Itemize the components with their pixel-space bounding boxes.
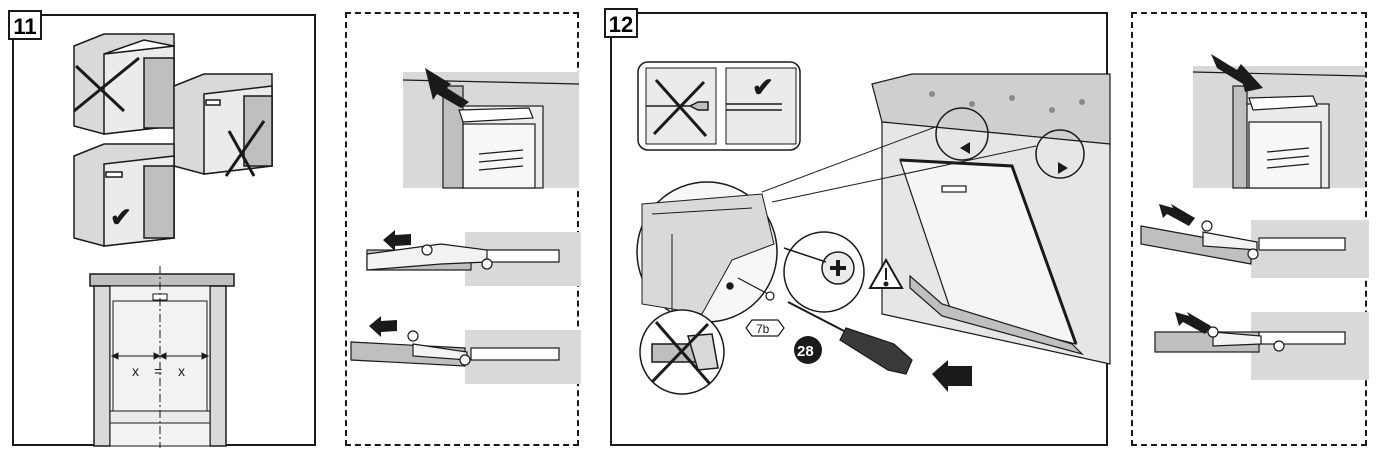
arrow-left-1 [383,230,411,251]
zoom-circle-screw-hole [636,181,778,323]
part-number-label: 28 [797,343,814,360]
dishwasher-aligned-correct: ✔ [73,143,175,247]
arrow-left-2 [369,316,397,337]
hinge-diagram-open [366,232,581,286]
no-power-drill-icon [639,309,725,395]
hinge-diagram-b-closed [1154,312,1369,380]
inset-alignment-check: ✔ [637,61,801,151]
hinge-detail-a-illustration [350,68,581,384]
callout-left-hinge [935,107,989,161]
screwdriver-icon [787,301,913,375]
hinge-diagram-b-angled [1140,220,1369,278]
arrow-push-left [932,360,972,392]
hinge-detail-b-illustration [1140,54,1369,380]
dimension-equals: = [154,363,162,379]
step-number-12: 12 [604,8,638,38]
callout-right-hinge [1035,129,1085,179]
arrow-right-2 [1175,312,1211,334]
arrow-right-1 [1159,204,1195,226]
panel-hinge-detail-b [1131,12,1369,446]
screw-size-label: 7b [756,322,770,336]
phillips-head-circle [783,231,865,313]
panel-step-11: 11 ✔ [8,10,316,448]
dimension-label-right: x [178,363,185,379]
dimension-label-left: x [132,363,139,379]
arrow-left-small [960,142,970,154]
part-number-badge [794,336,822,364]
warning-triangle-icon [868,257,904,289]
panel-step-12: 12 ✔ [604,8,1111,446]
panel-11-illustration: ✔ x = x [73,33,273,448]
arrow-push-up [425,68,469,108]
step-number-11: 11 [8,10,42,40]
panel-hinge-detail-a [345,12,581,446]
panel-12-illustration: ✔ [636,61,1111,395]
dishwasher-flush-wrong [73,33,175,135]
arrow-right-small [1058,162,1068,174]
dishwasher-recessed-wrong [173,73,273,177]
arrow-push-down [1211,54,1263,92]
screw-icon [737,277,775,301]
cabinet-corner-view [402,72,580,189]
front-elevation-centering [89,266,235,448]
svg-text:✔: ✔ [752,72,774,102]
svg-text:✔: ✔ [110,202,132,232]
screw-size-badge [745,319,785,337]
cabinet-corner-view-b [1192,66,1366,189]
hinge-diagram-angled [350,330,581,384]
dishwasher-body [881,121,1111,365]
